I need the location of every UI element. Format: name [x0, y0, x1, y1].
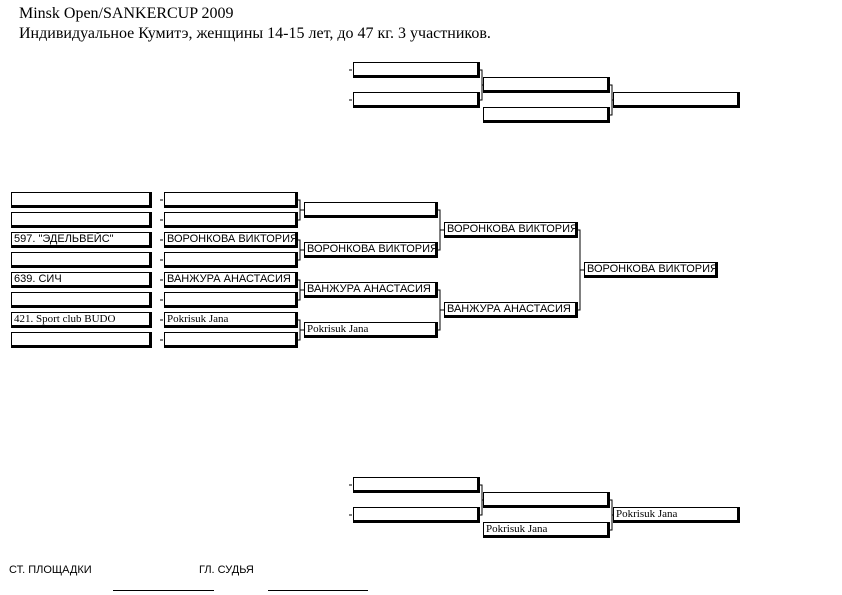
competitor-name: ВАНЖУРА АНАСТАСИЯ	[447, 303, 571, 315]
repechage-top-r1-slot-1	[353, 62, 480, 78]
round1-slot-3: ВОРОНКОВА ВИКТОРИЯ	[164, 232, 298, 248]
chief-judge-signature-line	[268, 590, 368, 591]
club-slot-4	[11, 252, 152, 268]
club-slot-1	[11, 192, 152, 208]
club-slot-6	[11, 292, 152, 308]
repechage-bottom-r1-slot-2	[353, 507, 480, 523]
site-chief-signature-line	[113, 590, 214, 591]
slot-label: Pokrisuk Jana	[616, 508, 678, 520]
category-subtitle: Индивидуальное Кумитэ, женщины 14-15 лет…	[19, 25, 491, 42]
competitor-name: ВОРОНКОВА ВИКТОРИЯ	[307, 243, 438, 255]
club-slot-5: 639. СИЧ	[11, 272, 152, 288]
competitor-name: Pokrisuk Jana	[307, 323, 369, 335]
chief-judge-label: ГЛ. СУДЬЯ	[199, 564, 254, 576]
slot-label: Pokrisuk Jana	[486, 523, 548, 535]
competitor-name: ВОРОНКОВА ВИКТОРИЯ	[167, 233, 298, 245]
site-chief-label: СТ. ПЛОЩАДКИ	[9, 564, 92, 576]
competitor-name: Pokrisuk Jana	[167, 313, 229, 325]
round2-slot-3: ВАНЖУРА АНАСТАСИЯ	[304, 282, 438, 298]
round1-slot-4	[164, 252, 298, 268]
repechage-top-r1-slot-2	[353, 92, 480, 108]
club-slot-3: 597. "ЭДЕЛЬВЕЙС"	[11, 232, 152, 248]
round2-slot-1	[304, 202, 438, 218]
repechage-top-r2-slot-2	[483, 107, 610, 123]
club-label: 421. Sport club BUDO	[14, 313, 116, 325]
competitor-name: ВАНЖУРА АНАСТАСИЯ	[307, 283, 431, 295]
final-winner-slot: ВОРОНКОВА ВИКТОРИЯ	[584, 262, 718, 278]
repechage-bottom-r2-slot-1	[483, 492, 610, 508]
club-slot-8	[11, 332, 152, 348]
round1-slot-8	[164, 332, 298, 348]
repechage-top-r2-slot-1	[483, 77, 610, 93]
semifinal-slot-1: ВОРОНКОВА ВИКТОРИЯ	[444, 222, 578, 238]
repechage-top-r3-slot	[613, 92, 740, 108]
event-title: Minsk Open/SANKERCUP 2009	[19, 5, 234, 22]
club-label: 639. СИЧ	[14, 273, 62, 285]
round2-slot-4: Pokrisuk Jana	[304, 322, 438, 338]
club-slot-7: 421. Sport club BUDO	[11, 312, 152, 328]
round1-slot-1	[164, 192, 298, 208]
club-slot-2	[11, 212, 152, 228]
round1-slot-5: ВАНЖУРА АНАСТАСИЯ	[164, 272, 298, 288]
repechage-bottom-r3-slot: Pokrisuk Jana	[613, 507, 740, 523]
club-label: 597. "ЭДЕЛЬВЕЙС"	[14, 233, 114, 245]
semifinal-slot-2: ВАНЖУРА АНАСТАСИЯ	[444, 302, 578, 318]
repechage-bottom-r1-slot-1	[353, 477, 480, 493]
repechage-bottom-r2-slot-2: Pokrisuk Jana	[483, 522, 610, 538]
competitor-name: ВОРОНКОВА ВИКТОРИЯ	[447, 223, 578, 235]
round1-slot-2	[164, 212, 298, 228]
winner-name: ВОРОНКОВА ВИКТОРИЯ	[587, 263, 718, 275]
competitor-name: ВАНЖУРА АНАСТАСИЯ	[167, 273, 291, 285]
round2-slot-2: ВОРОНКОВА ВИКТОРИЯ	[304, 242, 438, 258]
round1-slot-6	[164, 292, 298, 308]
round1-slot-7: Pokrisuk Jana	[164, 312, 298, 328]
